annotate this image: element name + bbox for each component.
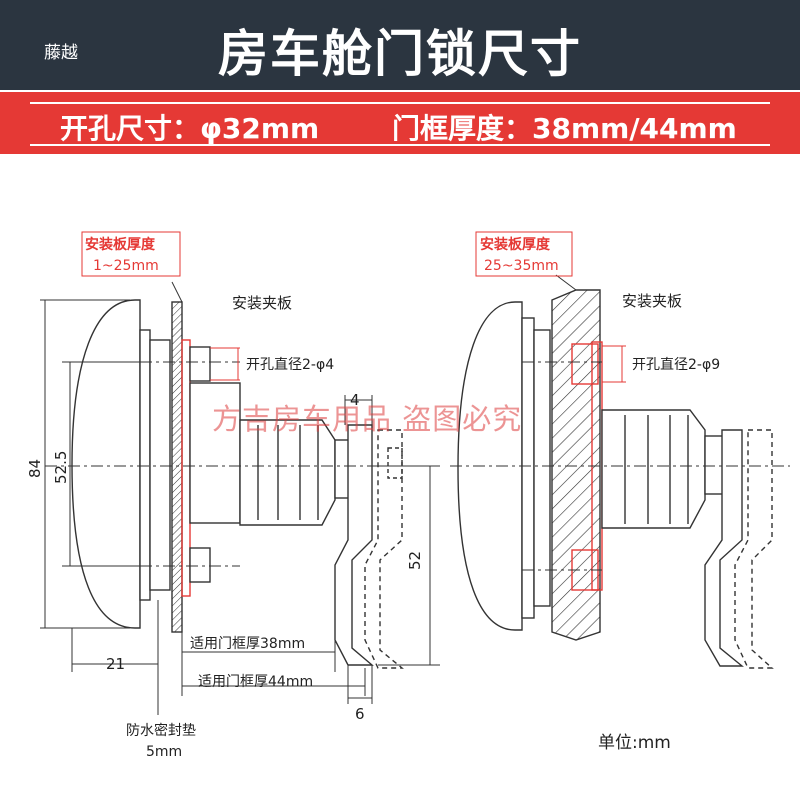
right-panel-thickness-value: 25~35mm	[484, 258, 559, 274]
left-panel-thickness-box	[81, 231, 181, 277]
left-lock-cylinder	[239, 419, 336, 526]
frame-thickness-spec: 门框厚度：38mm/44mm	[392, 112, 737, 145]
right-lock-diagram	[450, 289, 790, 669]
dim-52-5-label: 52.5	[52, 451, 70, 484]
right-dimensions	[555, 274, 626, 383]
left-lock-cap	[71, 299, 141, 629]
left-panel-thickness-value: 1~25mm	[93, 258, 159, 274]
right-cam-solid	[704, 429, 744, 667]
watermark-text: 方吉房车用品 盗图必究	[212, 402, 523, 436]
page-title: 房车舱门锁尺寸	[218, 25, 582, 83]
right-shaft	[704, 435, 724, 495]
right-panel-thickness-label: 安装板厚度	[480, 236, 551, 253]
left-cam-dashed	[364, 429, 404, 669]
left-panel-thickness-label: 安装板厚度	[85, 236, 156, 253]
spec-banner-frame: 开孔尺寸：φ32mm 门框厚度：38mm/44mm	[30, 102, 770, 146]
left-dimensions	[40, 281, 440, 715]
right-clamp-label: 安装夹板	[622, 292, 682, 310]
gasket-label: 防水密封垫	[126, 722, 196, 739]
right-flange-outer	[521, 317, 535, 619]
dim-52-label: 52	[406, 551, 424, 570]
brand-name: 藤越	[44, 43, 78, 63]
dim-4-label: 4	[350, 391, 360, 409]
left-screw-top	[189, 346, 211, 382]
dim-21-label: 21	[106, 655, 125, 673]
left-screw-bottom	[189, 547, 211, 583]
left-flange-inner	[149, 339, 171, 591]
left-panel-red-outline	[181, 339, 191, 597]
right-hole-label: 开孔直径2-φ9	[632, 356, 720, 373]
right-flange-inner	[533, 329, 551, 607]
frame-44-label: 适用门框厚44mm	[198, 674, 313, 690]
hole-size-spec: 开孔尺寸：φ32mm	[60, 112, 320, 145]
left-lock-diagram	[45, 299, 420, 669]
left-hole-label: 开孔直径2-φ4	[246, 356, 334, 373]
frame-38-label: 适用门框厚38mm	[190, 636, 305, 652]
spec-banner: 开孔尺寸：φ32mm 门框厚度：38mm/44mm	[0, 92, 800, 154]
dim-84-label: 84	[26, 459, 44, 478]
gasket-value: 5mm	[146, 744, 182, 760]
left-clamp-label: 安装夹板	[232, 294, 292, 312]
dim-6-label: 6	[355, 705, 365, 723]
left-clamp-plate	[189, 382, 241, 524]
left-mounting-panel	[171, 301, 183, 633]
header-bar: 藤越 房车舱门锁尺寸	[0, 0, 800, 90]
left-flange-outer	[139, 329, 151, 601]
right-cam-dashed	[734, 429, 774, 669]
right-lock-cylinder	[601, 409, 706, 529]
right-screw-top	[571, 343, 599, 385]
unit-label: 单位:mm	[598, 733, 671, 753]
right-panel-thickness-box	[475, 231, 573, 277]
